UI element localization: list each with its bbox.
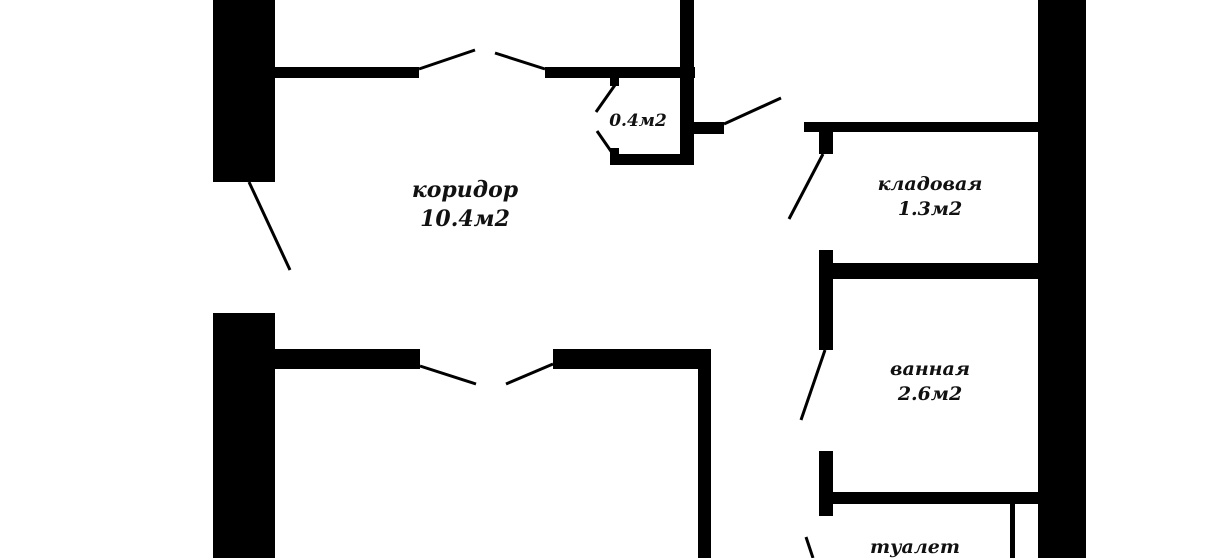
room-area: 0.4м2 xyxy=(609,111,667,131)
storage-bottom-wall xyxy=(833,263,1040,279)
toilet-inner-wall xyxy=(1010,504,1015,558)
closet-bottom-stub xyxy=(610,148,619,158)
door-upper-room-right-leaf xyxy=(494,51,546,71)
room-name: кладовая xyxy=(877,173,983,195)
door-upper-room-left-leaf xyxy=(418,48,476,71)
storage-left-stub xyxy=(819,132,833,154)
right-exterior-wall xyxy=(1038,0,1086,558)
storage-top-wall xyxy=(804,122,1040,132)
door-entrance xyxy=(247,181,292,271)
storage-lower-left-wall xyxy=(819,250,833,350)
upper-room-wall-right xyxy=(545,67,695,78)
closet-bottom-wall xyxy=(610,154,692,165)
door-lower-room-left-leaf xyxy=(419,364,477,386)
closet-top-stub xyxy=(610,78,619,86)
room-name: туалет xyxy=(870,536,960,558)
bathroom-bottom-wall xyxy=(833,492,1040,504)
room-name: коридор xyxy=(411,177,519,203)
door-bathroom xyxy=(799,349,827,421)
left-exterior-wall-top xyxy=(213,0,275,182)
upper-room-right-wall xyxy=(680,0,694,165)
room-label-closet: 0.4м2 xyxy=(596,110,680,132)
lower-room-wall-left xyxy=(273,349,420,369)
upper-right-room-wall-stub xyxy=(692,122,724,134)
door-upper-right-room xyxy=(723,96,782,126)
room-label-storage: кладовая 1.3м2 xyxy=(850,172,1010,221)
bathroom-lower-left-wall xyxy=(819,451,833,516)
room-area: 10.4м2 xyxy=(420,205,510,232)
room-label-toilet: туалет xyxy=(845,535,985,560)
door-closet-upper-leaf xyxy=(594,84,617,113)
door-lower-room-right-leaf xyxy=(505,362,554,386)
door-toilet xyxy=(804,536,815,558)
room-area: 1.3м2 xyxy=(897,197,963,220)
left-exterior-wall-bottom xyxy=(213,313,275,558)
room-area: 2.6м2 xyxy=(897,382,963,405)
door-storage xyxy=(787,153,825,220)
lower-room-wall-right xyxy=(553,349,711,369)
upper-room-wall-left xyxy=(273,67,419,78)
lower-room-right-wall xyxy=(698,349,711,558)
room-name: ванная xyxy=(890,358,970,380)
room-label-bathroom: ванная 2.6м2 xyxy=(850,357,1010,406)
door-closet-lower-leaf xyxy=(595,130,617,158)
room-label-corridor: коридор 10.4м2 xyxy=(380,176,550,233)
